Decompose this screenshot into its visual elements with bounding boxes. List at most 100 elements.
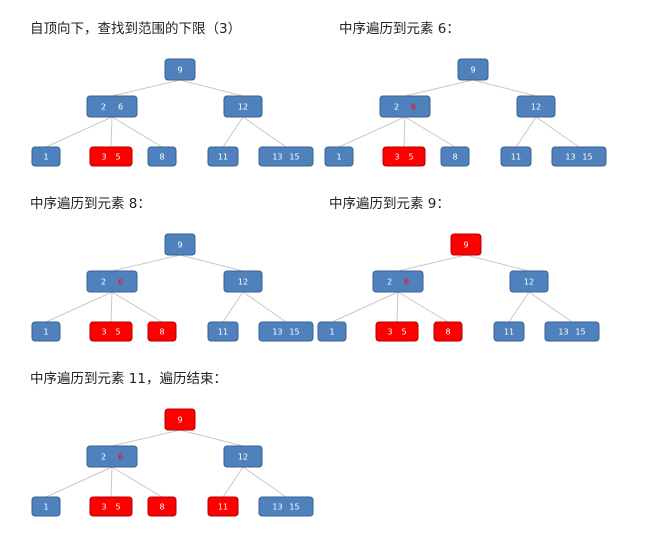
tree-node-l1: 1 xyxy=(324,146,354,167)
node-key: 2 xyxy=(101,453,106,462)
node-key: 6 xyxy=(118,278,123,287)
node-box xyxy=(379,95,431,118)
node-box xyxy=(207,146,239,167)
node-box xyxy=(375,321,419,342)
node-key: 6 xyxy=(118,103,123,112)
node-key: 1 xyxy=(43,328,48,337)
node-key: 6 xyxy=(404,278,409,287)
edge-right-l4 xyxy=(515,116,537,148)
edge-root-left xyxy=(397,254,467,272)
node-key: 11 xyxy=(504,328,514,337)
edge-left-l3 xyxy=(111,116,163,148)
tree-node-right: 12 xyxy=(223,445,263,468)
caption-panel-2: 中序遍历到元素 6： xyxy=(339,21,460,37)
tree-node-root: 9 xyxy=(164,58,196,81)
tree-node-right: 12 xyxy=(223,270,263,293)
edge-left-l1 xyxy=(45,116,113,148)
tree-node-l4: 11 xyxy=(493,321,525,342)
tree-node-right: 12 xyxy=(516,95,556,118)
node-key: 1 xyxy=(43,153,48,162)
node-box xyxy=(509,270,549,293)
node-key: 8 xyxy=(445,328,450,337)
edge-left-l3 xyxy=(404,116,456,148)
tree-node-l4: 11 xyxy=(500,146,532,167)
node-box xyxy=(258,321,314,342)
node-box xyxy=(258,496,314,517)
edge-left-l1 xyxy=(331,291,399,323)
node-key: 5 xyxy=(115,503,120,512)
edge-left-l3 xyxy=(397,291,449,323)
node-key: 5 xyxy=(401,328,406,337)
edge-right-l5 xyxy=(535,116,580,148)
edge-right-l4 xyxy=(222,466,244,498)
node-key: 1 xyxy=(43,503,48,512)
node-key: 2 xyxy=(101,278,106,287)
node-box xyxy=(516,95,556,118)
edge-left-l3 xyxy=(111,291,163,323)
tree-node-root: 9 xyxy=(164,408,196,431)
node-key: 6 xyxy=(118,453,123,462)
edge-left-l2 xyxy=(110,466,113,498)
edge-root-right xyxy=(179,254,244,272)
edge-root-right xyxy=(179,429,244,447)
node-key: 2 xyxy=(394,103,399,112)
node-box xyxy=(317,321,347,342)
edge-root-right xyxy=(472,79,537,97)
tree-node-l4: 11 xyxy=(207,496,239,517)
tree-node-l1: 1 xyxy=(31,321,61,342)
node-box xyxy=(223,445,263,468)
node-box xyxy=(89,146,133,167)
node-box xyxy=(324,146,354,167)
tree-node-root: 9 xyxy=(450,233,482,256)
node-key: 9 xyxy=(470,66,475,75)
node-box xyxy=(147,146,177,167)
node-box xyxy=(147,321,177,342)
node-key: 12 xyxy=(238,103,248,112)
edge-left-l2 xyxy=(396,291,399,323)
node-key: 5 xyxy=(115,328,120,337)
edge-left-l3 xyxy=(111,466,163,498)
node-key: 6 xyxy=(411,103,416,112)
node-key: 8 xyxy=(159,153,164,162)
edge-right-l4 xyxy=(222,116,244,148)
edge-right-l5 xyxy=(242,291,287,323)
tree-node-l1: 1 xyxy=(31,146,61,167)
node-key: 2 xyxy=(101,103,106,112)
node-box xyxy=(207,496,239,517)
node-key: 9 xyxy=(463,241,468,250)
node-key: 8 xyxy=(159,503,164,512)
node-box xyxy=(164,408,196,431)
node-key: 13 xyxy=(272,328,282,337)
node-box xyxy=(86,270,138,293)
node-box xyxy=(450,233,482,256)
node-box xyxy=(31,321,61,342)
node-key: 13 xyxy=(558,328,568,337)
tree-node-l3: 8 xyxy=(440,146,470,167)
node-key: 3 xyxy=(387,328,392,337)
node-key: 8 xyxy=(452,153,457,162)
node-key: 1 xyxy=(329,328,334,337)
node-key: 12 xyxy=(524,278,534,287)
caption-panel-5: 中序遍历到元素 11，遍历结束： xyxy=(30,371,227,387)
tree-node-root: 9 xyxy=(164,233,196,256)
node-key: 3 xyxy=(101,328,106,337)
edge-root-left xyxy=(111,254,181,272)
node-key: 12 xyxy=(531,103,541,112)
edge-left-l1 xyxy=(338,116,406,148)
caption-panel-1: 自顶向下，查找到范围的下限（3） xyxy=(30,21,242,37)
node-key: 11 xyxy=(218,503,228,512)
